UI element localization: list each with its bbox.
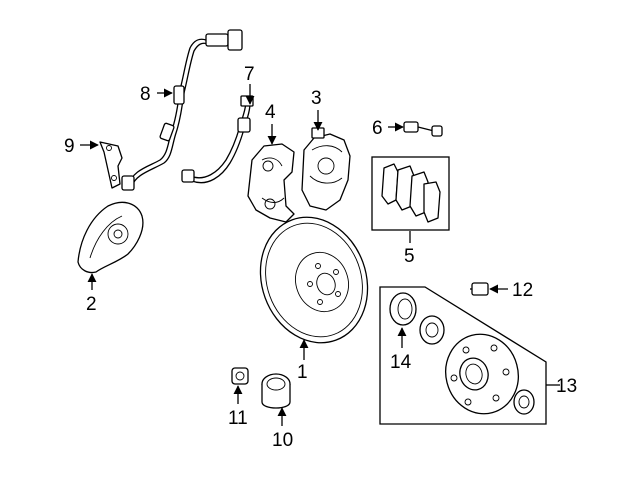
grease-cap[interactable] [231,367,249,385]
sensor-bracket[interactable] [99,141,123,189]
pad-wear-sensor[interactable] [403,121,443,137]
callout-1: 1 [297,362,308,383]
callout-8: 8 [140,84,151,105]
brake-rotor[interactable] [243,202,385,358]
wheel-stud[interactable] [470,282,489,296]
callout-2: 2 [86,294,97,315]
caliper-support-bracket[interactable] [247,143,295,223]
hub-seal[interactable] [389,292,417,326]
wheel-speed-sensor-cable[interactable] [121,29,243,191]
callout-7: 7 [244,64,255,85]
callout-10: 10 [272,430,293,451]
callout-3: 3 [311,88,322,109]
callout-11: 11 [228,408,248,429]
hub-assembly[interactable] [379,286,547,425]
brake-dust-shield[interactable] [77,201,144,274]
brake-caliper[interactable] [301,127,351,211]
callout-4: 4 [265,102,276,123]
callout-9: 9 [64,136,75,157]
axle-nut[interactable] [261,373,291,409]
callout-6: 6 [372,118,383,139]
callout-labels: 1 2 3 4 5 6 7 8 9 10 11 12 13 14 [64,64,577,451]
brake-hose[interactable] [181,95,254,184]
callout-13: 13 [556,376,577,397]
leader-lines [80,84,560,426]
callout-14: 14 [390,352,412,373]
callout-12: 12 [512,280,533,301]
brake-pad-set[interactable] [371,156,450,231]
callout-5: 5 [404,246,415,267]
